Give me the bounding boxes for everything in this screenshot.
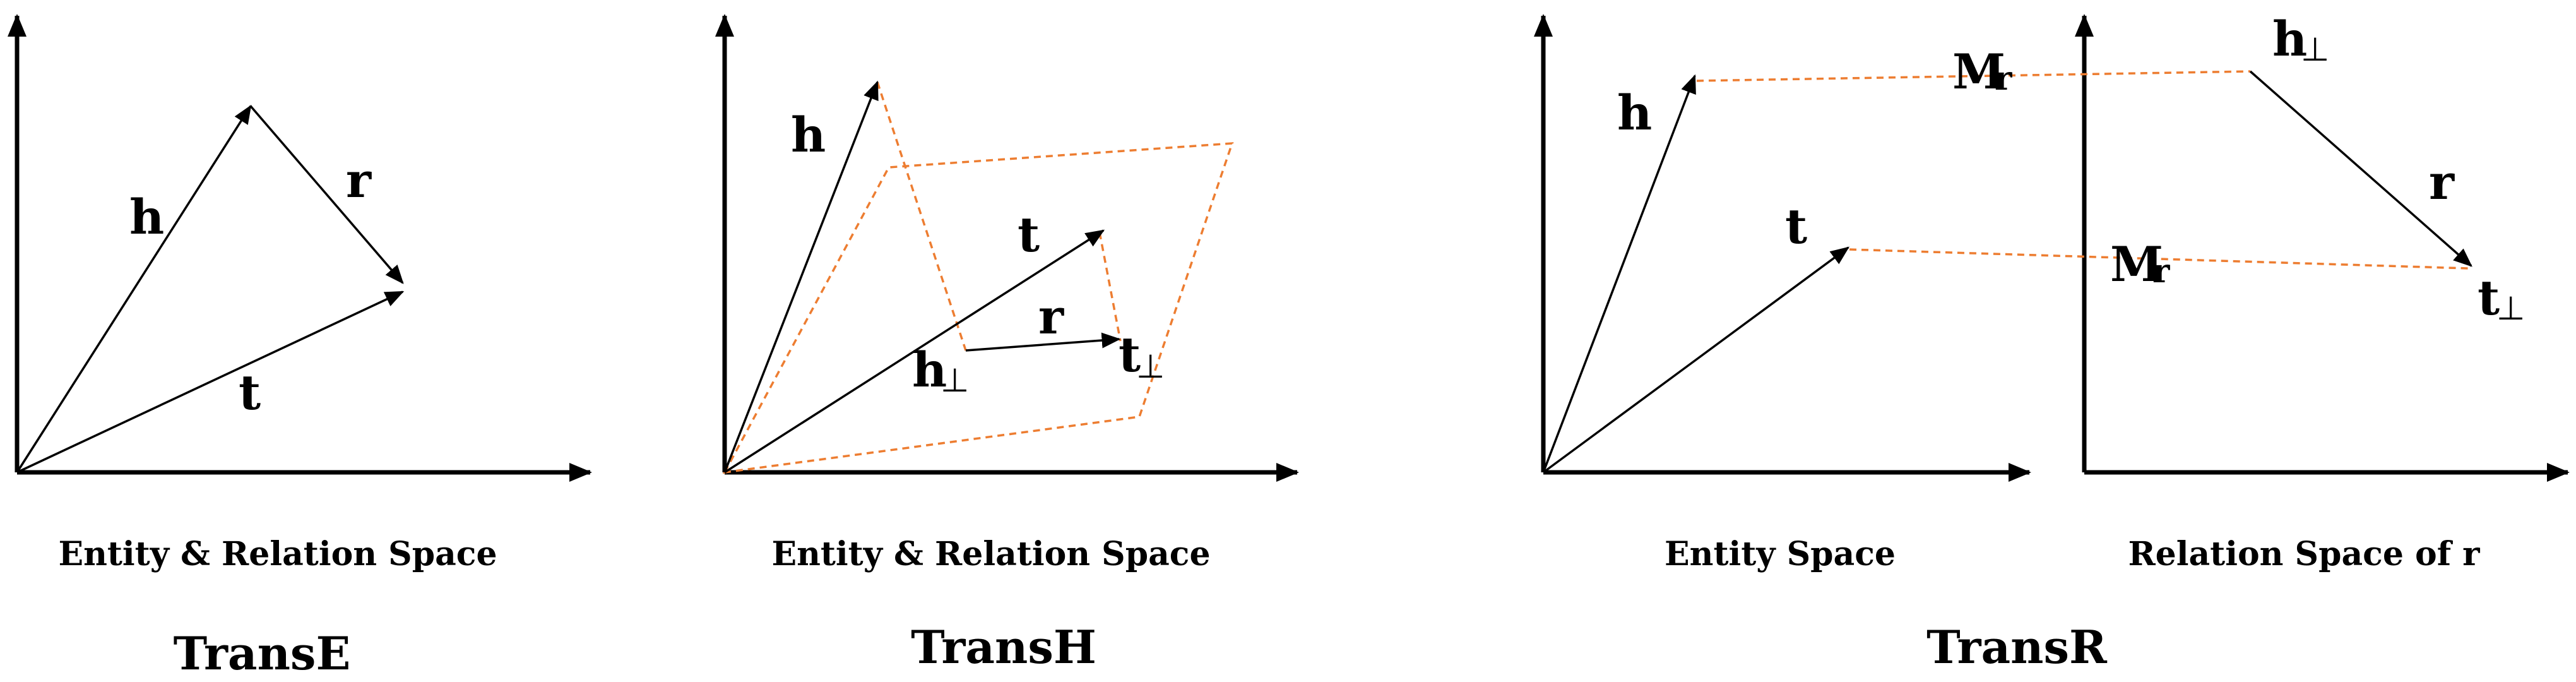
transr-panel: h t r M r M r h ⊥ t ⊥ Entity Space Relat… bbox=[1534, 11, 2570, 674]
transe-t-label: t bbox=[239, 364, 261, 421]
svg-text:M: M bbox=[2110, 236, 2163, 292]
transr-entity-caption: Entity Space bbox=[1665, 535, 1896, 573]
svg-text:⊥: ⊥ bbox=[2301, 31, 2329, 69]
transr-t-label: t bbox=[1785, 198, 1807, 254]
transh-hyperplane bbox=[722, 142, 1234, 474]
transr-matrix-label-bottom: M r bbox=[2110, 236, 2170, 292]
transh-caption: Entity & Relation Space bbox=[771, 535, 1210, 573]
svg-text:t: t bbox=[1119, 326, 1141, 383]
svg-text:h: h bbox=[912, 342, 947, 398]
transe-caption: Entity & Relation Space bbox=[58, 535, 497, 573]
transh-r-vector bbox=[965, 332, 1121, 352]
transh-t-projection bbox=[1098, 232, 1122, 342]
transr-t-mapping bbox=[1849, 248, 2469, 270]
transh-t-perp-label: t ⊥ bbox=[1119, 326, 1165, 386]
transh-h-projection bbox=[876, 81, 967, 351]
transr-matrix-label-top: M r bbox=[1952, 44, 2012, 100]
transh-h-vector bbox=[723, 80, 879, 473]
transe-h-label: h bbox=[129, 189, 164, 245]
transr-r-vector bbox=[2249, 70, 2472, 267]
transh-r-label: r bbox=[1038, 289, 1064, 345]
transe-panel: h r t Entity & Relation Space TransE bbox=[7, 14, 592, 680]
transr-h-label: h bbox=[1617, 85, 1652, 141]
transr-relation-caption: Relation Space of r bbox=[2128, 535, 2480, 573]
transe-r-vector bbox=[249, 105, 404, 284]
transe-h-vector bbox=[16, 104, 252, 473]
transh-panel: h t r h ⊥ t ⊥ Entity & Relation Space Tr… bbox=[715, 14, 1299, 674]
svg-text:⊥: ⊥ bbox=[1136, 348, 1165, 386]
transh-h-perp-label: h ⊥ bbox=[912, 342, 969, 400]
svg-text:h: h bbox=[2272, 11, 2307, 67]
svg-text:⊥: ⊥ bbox=[2496, 290, 2525, 328]
svg-text:t: t bbox=[2478, 270, 2500, 326]
transh-title: TransH bbox=[911, 620, 1096, 674]
transh-h-label: h bbox=[791, 107, 826, 163]
svg-text:⊥: ⊥ bbox=[941, 362, 969, 400]
svg-text:r: r bbox=[2152, 252, 2170, 290]
transe-r-label: r bbox=[346, 152, 372, 208]
transr-t-vector bbox=[1542, 246, 1850, 474]
svg-text:M: M bbox=[1952, 44, 2005, 100]
svg-text:r: r bbox=[1995, 59, 2012, 98]
transe-title: TransE bbox=[174, 626, 351, 680]
transr-h-mapping bbox=[1696, 70, 2251, 82]
transh-t-vector bbox=[724, 229, 1105, 474]
transr-t-perp-label: t ⊥ bbox=[2478, 270, 2525, 328]
transr-h-perp-label: h ⊥ bbox=[2272, 11, 2329, 69]
transr-h-vector bbox=[1542, 74, 1696, 473]
transr-title: TransR bbox=[1926, 620, 2108, 674]
transh-t-label: t bbox=[1018, 206, 1040, 263]
transe-t-vector bbox=[16, 290, 405, 474]
transr-r-label: r bbox=[2429, 154, 2455, 210]
